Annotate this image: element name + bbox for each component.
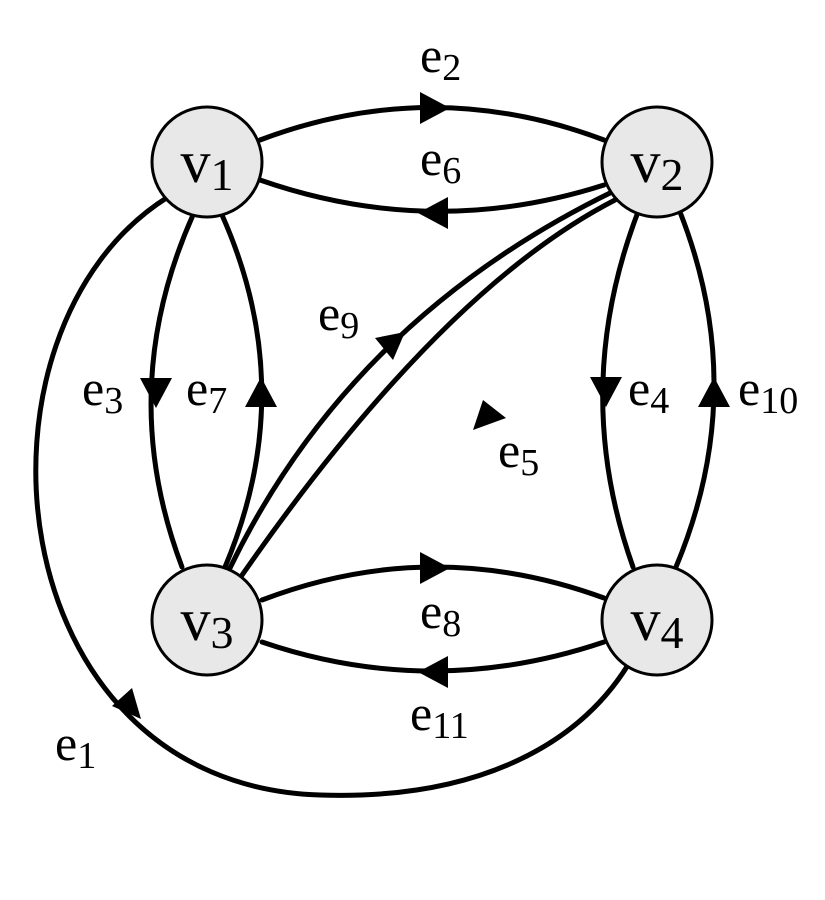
edge-label-e3: e3 bbox=[82, 360, 123, 422]
edge-label-e1: e1 bbox=[55, 715, 96, 777]
arrowhead-e10 bbox=[698, 377, 730, 407]
arrowhead-e8 bbox=[420, 552, 450, 584]
vertex-v2-circle bbox=[600, 105, 714, 219]
vertex-v1-circle bbox=[150, 105, 264, 219]
edge-label-e11: e11 bbox=[410, 685, 469, 747]
vertex-v4-circle bbox=[600, 563, 714, 677]
vertex-v3-label: v3 bbox=[181, 587, 234, 658]
vertex-v1-label: v1 bbox=[181, 129, 234, 200]
vertex-v2-label: v2 bbox=[631, 129, 684, 200]
vertex-v3-circle bbox=[150, 563, 264, 677]
vertex-v4-label: v4 bbox=[631, 587, 684, 658]
edge-label-e6: e6 bbox=[420, 130, 461, 192]
arrowhead-e11 bbox=[418, 656, 448, 688]
arrowhead-e7 bbox=[245, 377, 277, 407]
edge-label-e10: e10 bbox=[738, 360, 798, 422]
arrowhead-e5 bbox=[473, 400, 506, 430]
arrowhead-e4 bbox=[590, 377, 622, 407]
arrowhead-e3 bbox=[140, 378, 172, 408]
arrowhead-e6 bbox=[418, 197, 448, 229]
vertex-v1: v1 bbox=[150, 105, 264, 219]
arrowhead-e2 bbox=[420, 92, 450, 124]
edge-label-e9: e9 bbox=[318, 285, 359, 347]
edge-label-e4: e4 bbox=[628, 360, 669, 422]
edge-e1 bbox=[33, 194, 631, 798]
vertex-v4: v4 bbox=[600, 563, 714, 677]
vertex-v3: v3 bbox=[150, 563, 264, 677]
edge-label-e7: e7 bbox=[186, 360, 227, 422]
edge-label-e8: e8 bbox=[420, 583, 461, 645]
arrowhead-e9 bbox=[375, 332, 405, 360]
edge-label-e1-text-e2: e2 bbox=[420, 27, 461, 89]
edge-label-e5: e5 bbox=[498, 422, 539, 484]
arrowhead-e1 bbox=[112, 688, 141, 719]
vertex-v2: v2 bbox=[600, 105, 714, 219]
edge-e5 bbox=[237, 197, 618, 581]
